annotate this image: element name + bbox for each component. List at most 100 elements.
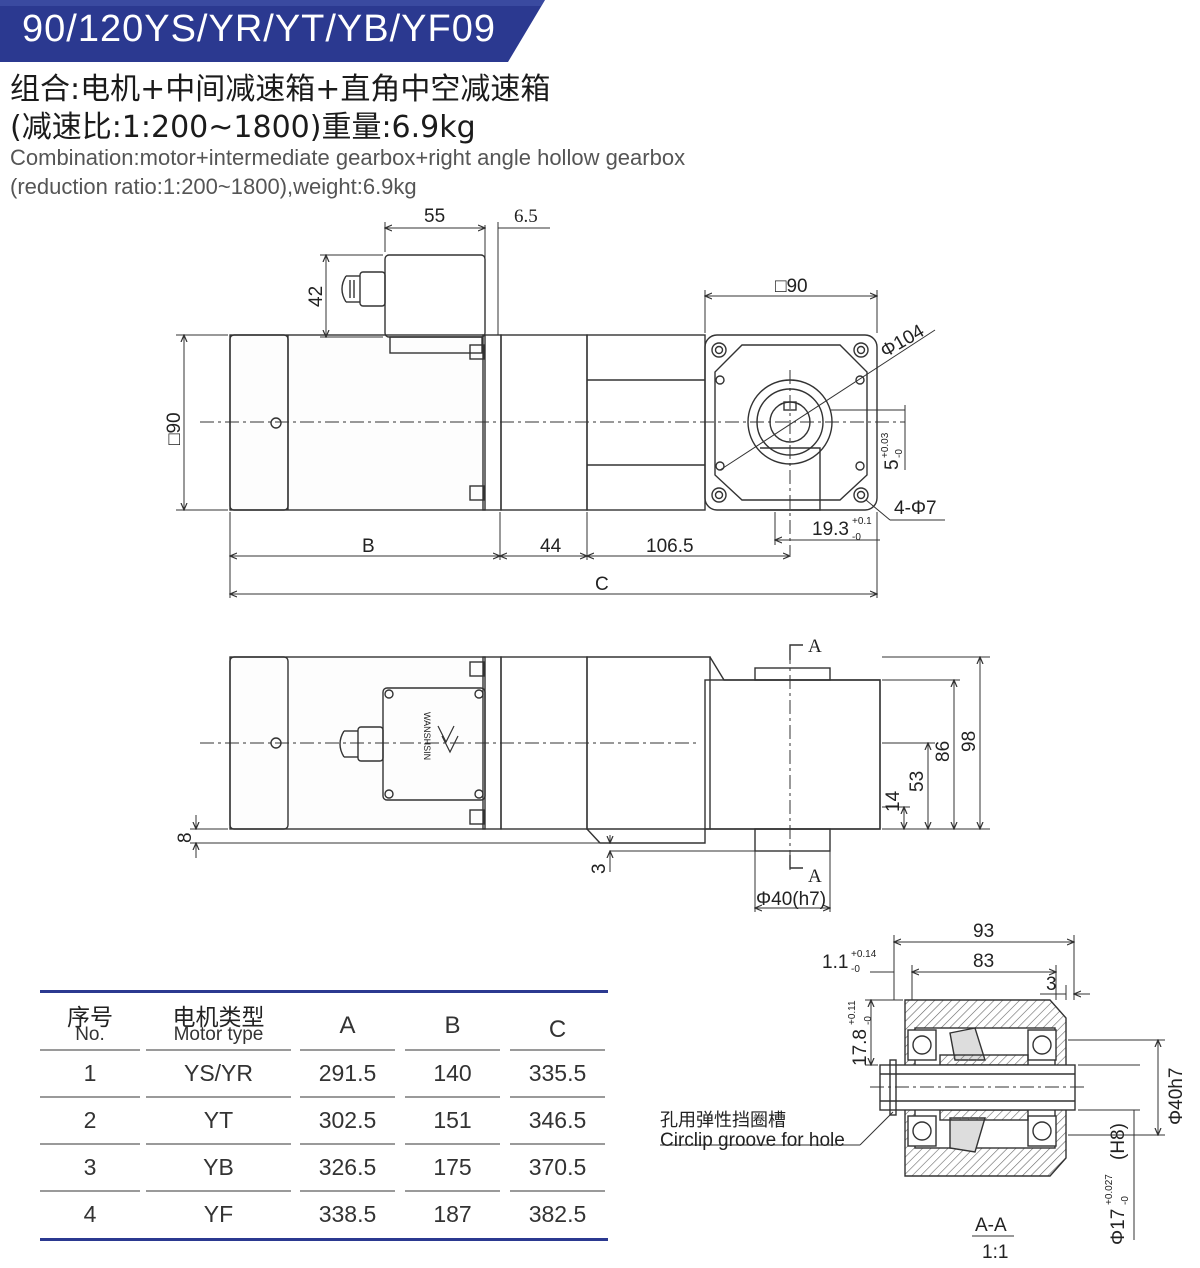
table-cell-a: 338.5 [318,1201,377,1227]
header-no-cn: 序号 [67,1004,113,1030]
table-cell-c: 382.5 [528,1201,587,1227]
header-rule [146,1049,291,1051]
table-cell-no: 1 [83,1060,97,1086]
table-cell-a: 302.5 [318,1107,377,1133]
model-banner: 90/120YS/YR/YT/YB/YF09 [0,0,560,62]
table-cell-a: 326.5 [318,1154,377,1180]
terminal-box [384,254,486,338]
dim-17-8-tol-up: +0.11 [847,1000,858,1025]
dim-14: 14 [883,790,904,812]
table-cell-b: 175 [433,1154,472,1180]
dim-C: C [595,574,609,595]
circlip-cn: 孔用弹性挡圈槽 [660,1110,786,1131]
dim-1-1-tol-low: -0 [851,964,860,975]
cable-gland-icon [341,271,386,307]
dim-1-1-tol-up: +0.14 [851,949,877,960]
header-type-cn: 电机类型 [172,1004,265,1030]
row-rule [40,1190,140,1192]
dim-sq90-left: □90 [164,412,185,445]
combination-en: Combination:motor+intermediate gearbox+r… [10,145,686,170]
dim-phi17-tol-low: -0 [1120,1196,1131,1205]
flange-octagon [714,344,868,501]
section-a-bottom: A [808,866,822,887]
row-rule [146,1096,291,1098]
table-cell-b: 151 [433,1107,472,1133]
model-title: 90/120YS/YR/YT/YB/YF09 [22,8,497,50]
table-cell-type: YT [203,1107,234,1133]
side-cable-gland-icon [339,726,384,762]
dim-phi17: Φ17 [1108,1209,1129,1245]
dim-8: 8 [175,832,196,843]
section-scale: 1:1 [982,1242,1008,1263]
table-bottom-rule [40,1238,608,1241]
bearing-right-top [1027,1029,1057,1061]
header-rule [300,1049,395,1051]
section-title: A-A [975,1215,1007,1236]
row-rule [40,1096,140,1098]
dim-98: 98 [959,731,980,752]
row-rule [300,1143,395,1145]
table-cell-c: 370.5 [528,1154,587,1180]
row-rule [300,1096,395,1098]
table-cell-no: 3 [83,1154,97,1180]
dim-19-3: 19.3 [812,519,849,540]
table-cell-a: 291.5 [318,1060,377,1086]
header-rule [405,1049,500,1051]
side-view-labels: A A 98 86 53 14 8 3 Φ40(h7) WANSHSIN [175,636,980,910]
dim-phi104: Φ104 [877,320,928,362]
row-rule [405,1096,500,1098]
row-rule [510,1096,605,1098]
header-rule [510,1049,605,1051]
dim-17-8-tol-low: -0 [863,1016,874,1025]
box-brand: WANSHSIN [422,712,432,760]
dim-5-tol-up: +0.03 [880,432,891,458]
table-cell-b: 140 [433,1060,472,1086]
table-cell-c: 346.5 [528,1107,587,1133]
table-cell-no: 2 [83,1107,97,1133]
header-no-en: No. [75,1024,105,1045]
dim-5-tol-low: -0 [894,449,905,458]
bearing-right-bottom [1027,1115,1057,1147]
brand-logo-icon [437,725,459,754]
table-cell-type: YS/YR [183,1060,254,1086]
dim-93: 93 [973,921,994,942]
table-cell-b: 187 [433,1201,472,1227]
bearing-left-top [907,1029,937,1061]
row-rule [146,1190,291,1192]
row-rule [405,1190,500,1192]
table-cell-no: 4 [83,1201,97,1227]
top-view [176,222,945,598]
dim-3-side: 3 [589,863,610,874]
header-rule [40,1049,140,1051]
dim-42: 42 [306,286,327,307]
header-type-en: Motor type [173,1024,264,1045]
header-c: C [548,1016,567,1043]
table-cell-type: YB [203,1154,234,1180]
dim-53: 53 [907,771,928,792]
row-rule [405,1143,500,1145]
dim-3-section: 3 [1046,974,1057,995]
dim-44: 44 [540,536,562,557]
table-cell-c: 335.5 [528,1060,587,1086]
section-view-labels: 93 83 3 1.1 +0.14 -0 17.8 +0.11 -0 Φ40h7… [660,921,1187,1263]
bearing-left-bottom [907,1115,937,1147]
dim-5: 5 [882,459,903,470]
section-a-top: A [808,636,822,657]
row-rule [510,1190,605,1192]
row-rule [300,1190,395,1192]
dim-h8: (H8) [1108,1123,1129,1160]
dim-19-3-tol-low: -0 [852,532,861,543]
row-rule [146,1143,291,1145]
dim-phi40h7-section: Φ40h7 [1166,1068,1187,1125]
header-b: B [444,1012,461,1039]
circlip-en: Circlip groove for hole [660,1130,845,1151]
dim-phi40h7-side: Φ40(h7) [756,889,826,910]
dim-55: 55 [424,206,445,227]
table-top-rule [40,990,608,993]
dim-4phi7: 4-Φ7 [894,498,937,519]
banner-shape [0,0,545,62]
dim-B: B [362,536,375,557]
dim-86: 86 [933,741,954,762]
side-view [190,644,990,912]
